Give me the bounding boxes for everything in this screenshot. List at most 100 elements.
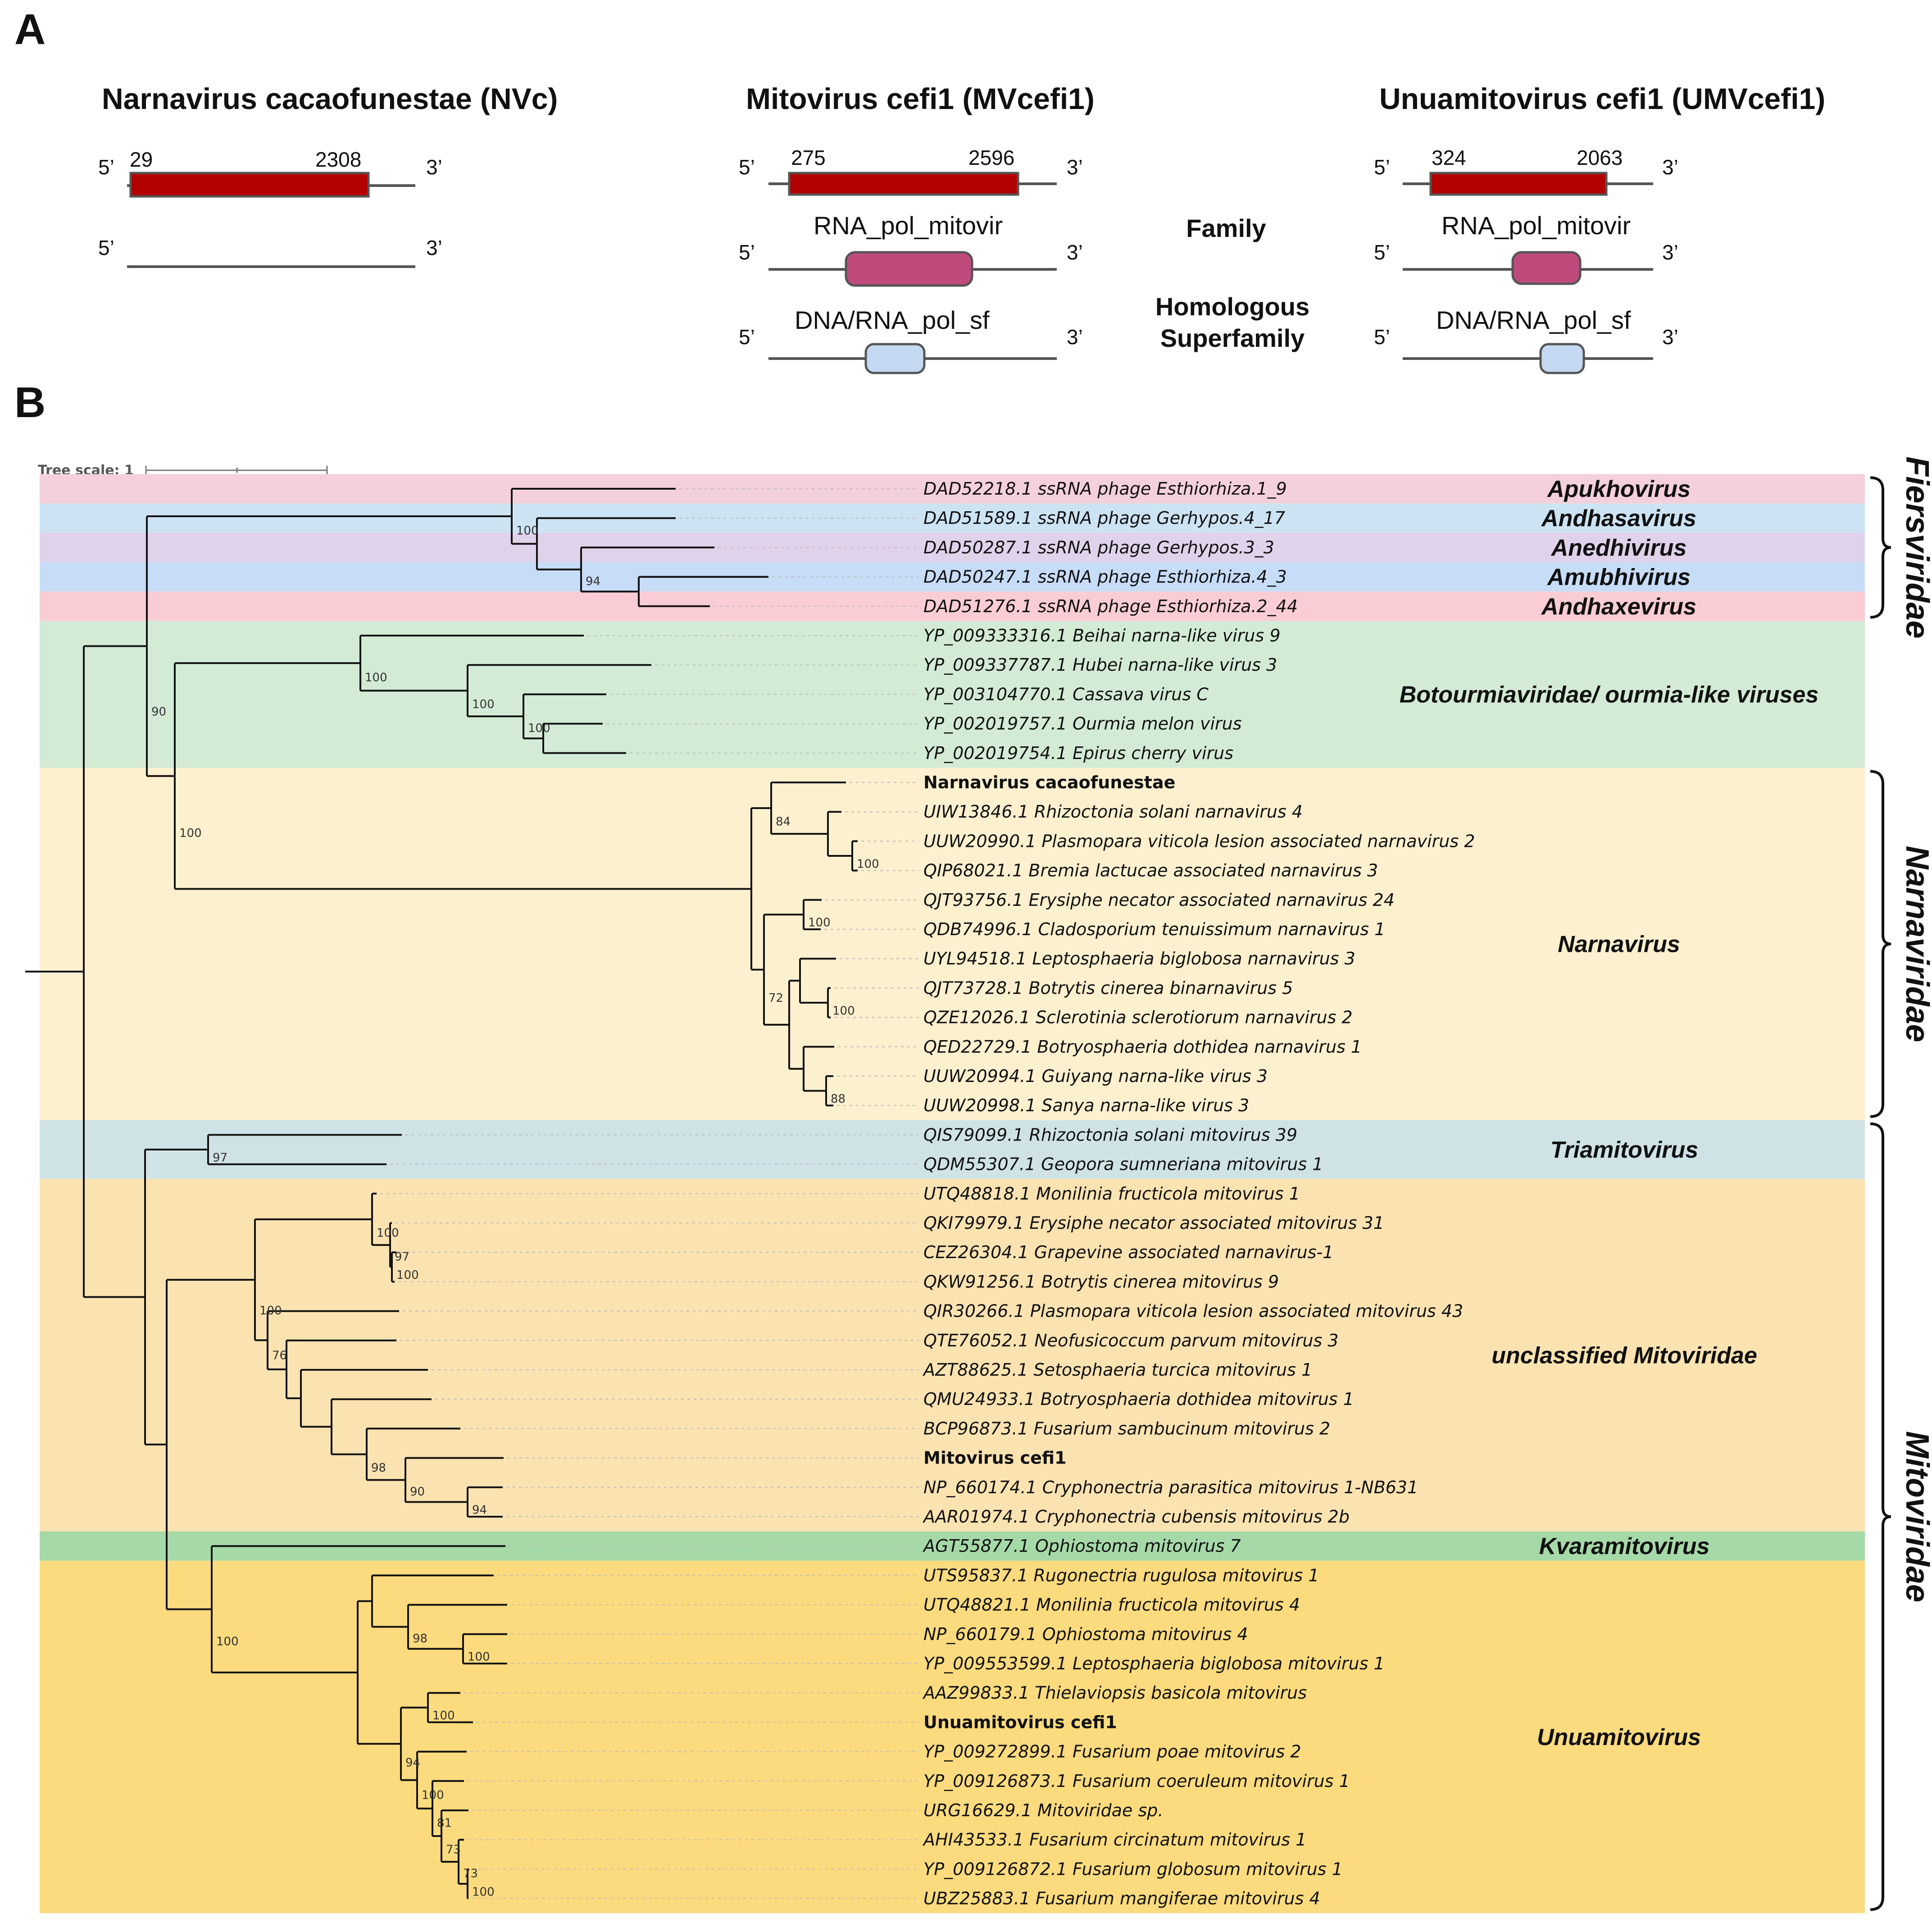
- bootstrap-value: 100: [179, 827, 202, 840]
- bootstrap-value: 94: [586, 575, 600, 588]
- leaf-label: UYL94518.1 Leptosphaeria biglobosa narna…: [923, 949, 1355, 968]
- five-prime-label: 5’: [98, 236, 114, 259]
- genome-umvcefi1: Unuamitovirus cefi1 (UMVcefi1) 5’ 324 20…: [1374, 82, 1825, 374]
- bootstrap-value: 100: [396, 1268, 419, 1282]
- panel-a-label: A: [14, 5, 45, 54]
- bootstrap-value: 100: [832, 1004, 855, 1018]
- three-prime-label: 3’: [426, 155, 442, 179]
- leaf-label: YP_009333316.1 Beihai narna-like virus 9: [923, 626, 1281, 646]
- family-bracket: [1870, 770, 1891, 1118]
- clade-label: Anedhivirus: [1550, 535, 1687, 561]
- leaf-label: AHI43533.1 Fusarium circinatum mitovirus…: [922, 1830, 1306, 1850]
- superfamily-domain-box: [864, 343, 926, 374]
- bootstrap-value: 76: [272, 1349, 287, 1363]
- clade-band: [40, 1179, 1865, 1532]
- bootstrap-value: 94: [405, 1756, 420, 1770]
- superfamily-label-line2: Superfamily: [1160, 324, 1305, 352]
- genome-nvc: Narnavirus cacaofunestae (NVc) 5’ 29 230…: [98, 82, 558, 268]
- bootstrap-value: 90: [151, 705, 166, 719]
- bootstrap-value: 97: [395, 1250, 409, 1264]
- leaf-label: QJT93756.1 Erysiphe necator associated n…: [923, 890, 1395, 910]
- leaf-label: QIP68021.1 Bremia lactucae associated na…: [923, 861, 1378, 881]
- leaf-label: UUW20998.1 Sanya narna-like virus 3: [923, 1096, 1249, 1115]
- bootstrap-value: 100: [365, 671, 387, 685]
- leaf-label: NP_660179.1 Ophiostoma mitovirus 4: [923, 1624, 1248, 1644]
- three-prime-label: 3’: [1662, 241, 1678, 264]
- three-prime-label: 3’: [1067, 325, 1083, 349]
- five-prime-label: 5’: [98, 155, 114, 179]
- bootstrap-value: 94: [472, 1504, 487, 1517]
- leaf-label: YP_002019757.1 Ourmia melon virus: [923, 714, 1242, 734]
- clade-band: [40, 621, 1865, 768]
- clade-band: [40, 768, 1865, 1120]
- bootstrap-value: 100: [432, 1709, 455, 1723]
- clade-band: [40, 591, 1865, 621]
- orf-start: 29: [130, 148, 153, 171]
- leaf-label: QDB74996.1 Cladosporium tenuissimum narn…: [923, 919, 1385, 939]
- clade-band: [40, 1560, 1865, 1914]
- clade-label: Unuamitovirus: [1537, 1724, 1701, 1750]
- family-bracket: [1870, 1122, 1891, 1911]
- bootstrap-labels: 9410010010010010084100100887210090971009…: [151, 524, 879, 1899]
- superfamily-label-line1: Homologous: [1155, 292, 1309, 321]
- bootstrap-value: 88: [831, 1092, 846, 1106]
- leader-lines: [380, 488, 919, 1899]
- five-prime-label: 5’: [739, 241, 755, 264]
- orf-end: 2063: [1577, 146, 1623, 169]
- leaf-label: UUW20994.1 Guiyang narna-like virus 3: [923, 1066, 1268, 1086]
- leaf-label: AGT55877.1 Ophiostoma mitovirus 7: [922, 1536, 1241, 1556]
- family-label: Family: [1186, 214, 1266, 242]
- orf-end: 2596: [968, 146, 1014, 169]
- orf-start: 275: [791, 146, 826, 169]
- leaf-label: AZT88625.1 Setosphaeria turcica mitoviru…: [922, 1360, 1312, 1380]
- bootstrap-value: 100: [516, 524, 539, 538]
- leaf-label: DAD52218.1 ssRNA phage Esthiorhiza.1_9: [923, 479, 1287, 499]
- leaf-label: URG16629.1 Mitoviridae sp.: [923, 1800, 1163, 1820]
- leaf-label: YP_009553599.1 Leptosphaeria biglobosa m…: [923, 1654, 1385, 1673]
- orf-box: [1429, 172, 1608, 196]
- tree-branches: [25, 488, 858, 1900]
- leaf-label: Mitovirus cefi1: [923, 1448, 1066, 1468]
- leaf-label: QED22729.1 Botryosphaeria dothidea narna…: [923, 1037, 1362, 1057]
- leaf-label: YP_009126873.1 Fusarium coeruleum mitovi…: [923, 1771, 1350, 1791]
- leaf-label: QIR30266.1 Plasmopara viticola lesion as…: [923, 1301, 1463, 1321]
- clade-label: unclassified Mitoviridae: [1491, 1342, 1757, 1368]
- bootstrap-value: 81: [437, 1816, 452, 1830]
- clade-bands: [40, 474, 1865, 1914]
- leaf-label: DAD50287.1 ssRNA phage Gerhypos.3_3: [923, 537, 1274, 557]
- leaf-label: YP_002019754.1 Epirus cherry virus: [923, 743, 1233, 763]
- orf-end: 2308: [315, 148, 361, 171]
- five-prime-label: 5’: [1374, 155, 1390, 179]
- leaf-label: AAZ99833.1 Thielaviopsis basicola mitovi…: [922, 1683, 1307, 1703]
- leaf-label: CEZ26304.1 Grapevine associated narnavir…: [923, 1242, 1333, 1262]
- clade-labels: ApukhovirusAndhasavirusAnedhivirusAmubhi…: [1400, 476, 1819, 1750]
- five-prime-label: 5’: [739, 325, 755, 349]
- orf-start: 324: [1432, 146, 1466, 169]
- leaf-label: UIW13846.1 Rhizoctonia solani narnavirus…: [923, 802, 1303, 822]
- family-label: Fiersviridae: [1899, 456, 1932, 638]
- family-bracket: [1870, 476, 1891, 619]
- bootstrap-value: 100: [377, 1226, 399, 1240]
- leaf-label: AAR01974.1 Cryphonectria cubensis mitovi…: [922, 1507, 1350, 1527]
- genome-title-mvcefi1: Mitovirus cefi1 (MVcefi1): [746, 82, 1095, 115]
- leaf-label: DAD51589.1 ssRNA phage Gerhypos.4_17: [923, 508, 1285, 528]
- bootstrap-value: 90: [410, 1485, 425, 1499]
- leaf-label: DAD51276.1 ssRNA phage Esthiorhiza.2_44: [923, 596, 1298, 616]
- family-domain-label: RNA_pol_mitovir: [814, 211, 1003, 240]
- bootstrap-value: 100: [472, 698, 495, 711]
- bootstrap-value: 100: [259, 1304, 282, 1318]
- family-domain-box: [845, 251, 973, 287]
- bootstrap-value: 100: [216, 1635, 239, 1649]
- leaf-label: QKI79979.1 Erysiphe necator associated m…: [923, 1213, 1384, 1233]
- bootstrap-value: 100: [808, 916, 831, 930]
- superfamily-domain-box: [1539, 343, 1585, 374]
- clade-label: Andhaxevirus: [1541, 594, 1696, 620]
- leaf-label: YP_003104770.1 Cassava virus C: [923, 684, 1209, 704]
- three-prime-label: 3’: [1067, 155, 1083, 179]
- leaf-label: Narnavirus cacaofunestae: [923, 773, 1175, 792]
- clade-label: Triamitovirus: [1550, 1137, 1698, 1163]
- leaf-label: NP_660174.1 Cryphonectria parasitica mit…: [923, 1477, 1418, 1497]
- three-prime-label: 3’: [1067, 241, 1083, 264]
- leaf-label: QJT73728.1 Botrytis cinerea binarnavirus…: [923, 978, 1293, 998]
